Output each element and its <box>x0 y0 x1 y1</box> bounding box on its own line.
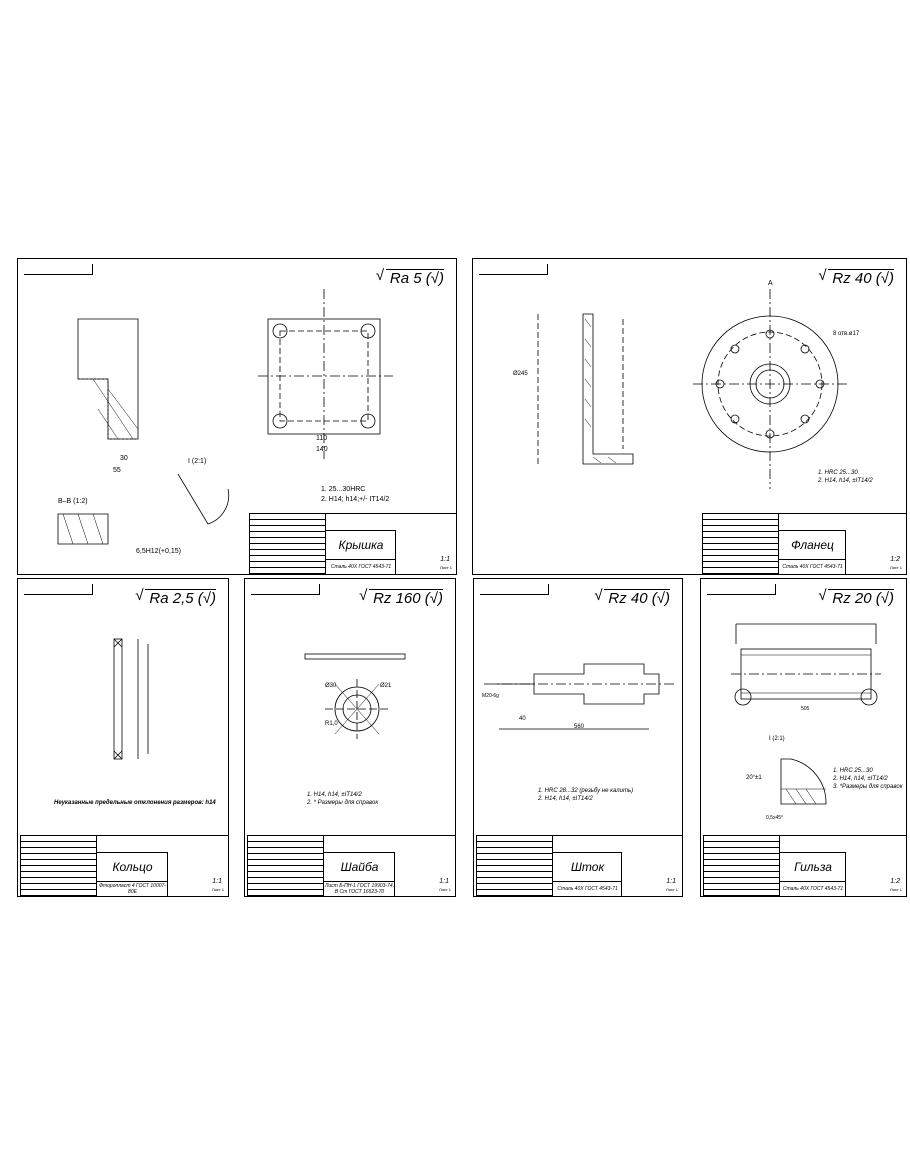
roughness-mark: Rz 160 (√) <box>359 587 443 607</box>
note: 1. HRC 25...30 <box>818 470 858 476</box>
gilza-drawing <box>731 623 881 805</box>
material: Лист Б-ПН-1 ГОСТ 19903-74, В Ст ГОСТ 165… <box>324 882 395 895</box>
note: 1. HRC 28...32 (резьбу не калить) <box>538 788 634 794</box>
roughness-mark: Ra 5 (√) <box>376 267 444 287</box>
sheet-label: Лист 1 <box>889 565 902 570</box>
sheet-kolco: Ra 2,5 (√) Неуказанные предельные отклон… <box>17 578 229 897</box>
dim: 505 <box>801 706 810 712</box>
tech-notes: 1. H14, h14, ±IT14/2 2. * Размеры для спр… <box>307 791 378 807</box>
part-title: Шток <box>553 852 622 882</box>
scale: 1:1 <box>440 556 450 563</box>
label: В–В (1:2) <box>58 498 88 505</box>
note: 2. * Размеры для справок <box>307 800 379 806</box>
note: 2. H14, h14, ±IT14/2 <box>833 776 888 782</box>
sheet-tab <box>480 584 549 595</box>
sheet-tab <box>479 264 548 275</box>
scale: 1:1 <box>439 878 449 885</box>
scale: 1:1 <box>212 878 222 885</box>
sheet-label: Лист 1 <box>665 887 678 892</box>
sheet-tab <box>24 584 93 595</box>
tech-notes: 1. 25...30HRC 2. H14; h14;+/- IT14/2 <box>321 485 389 505</box>
material: Сталь 40Х ГОСТ 4543-71 <box>330 563 392 570</box>
dim: 20°±1 <box>746 775 762 781</box>
sheet-shaiba: Rz 160 (√) Ø30 Ø21 R1,0 1. H14, h14, ±IT… <box>244 578 456 897</box>
dim: M20-6g <box>482 693 499 699</box>
sheet-flanec: Rz 40 (√) А 8 отв.ø17 Ø245 1. HRC 25...3… <box>472 258 907 575</box>
dim: 140 <box>316 446 328 453</box>
sheet-tab <box>251 584 320 595</box>
label: А <box>768 280 773 287</box>
note: 2. H14, h14, ±IT14/2 <box>538 796 593 802</box>
dim: 110 <box>316 435 328 442</box>
dim: Ø30 <box>325 683 337 689</box>
tech-notes: 1. HRC 25...30 2. H14, h14, ±IT14/2 <box>818 469 873 485</box>
dim: Ø21 <box>380 683 392 689</box>
dim: Ø245 <box>513 371 528 377</box>
part-title: Кольцо <box>97 852 168 882</box>
sheet-gilza: Rz 20 (√) I (2:1) 20°±1 0,5х45° 505 1. H… <box>700 578 907 897</box>
material: Сталь 40Х ГОСТ 4543-71 <box>782 563 843 570</box>
part-title: Крышка <box>326 530 396 560</box>
kryshka-drawing <box>57 289 393 545</box>
scale: 1:2 <box>890 878 900 885</box>
part-title: Шайба <box>324 852 395 882</box>
roughness-mark: Rz 20 (√) <box>818 587 894 607</box>
sheet-shtok: Rz 40 (√) 560 40 M20-6g 1. HRC 28...32 (… <box>473 578 683 897</box>
shaiba-drawing <box>304 653 406 739</box>
sheet-tab <box>707 584 776 595</box>
kolco-drawing <box>113 638 149 760</box>
dim: R1,0 <box>325 721 338 727</box>
sheet-label: Лист 1 <box>438 887 451 892</box>
scale: 1:2 <box>890 556 900 563</box>
tech-notes: Неуказанные предельные отклонения размер… <box>54 800 216 806</box>
note: 2. H14, h14, ±IT14/2 <box>818 478 873 484</box>
label: 8 отв.ø17 <box>833 331 860 337</box>
note: 1. H14, h14, ±IT14/2 <box>307 792 362 798</box>
dim: 30 <box>120 455 128 462</box>
tech-notes: 1. HRC 28...32 (резьбу не калить) 2. H14,… <box>538 787 633 803</box>
label: I (2:1) <box>188 458 207 465</box>
note: 3. *Размеры для справок <box>833 784 903 790</box>
sheet-kryshka: Ra 5 (√) В–В (1:2) I (2:1) 6,5H12(+0,15)… <box>17 258 457 575</box>
dim: 40 <box>519 716 526 722</box>
sheet-label: Лист 1 <box>889 887 902 892</box>
part-title: Фланец <box>779 530 846 560</box>
dim: 55 <box>113 467 121 474</box>
tech-notes: 1. HRC 25...30 2. H14, h14, ±IT14/2 3. *Ра… <box>833 767 903 791</box>
flanec-drawing <box>537 289 848 489</box>
dim: 560 <box>574 724 585 730</box>
roughness-mark: Rz 40 (√) <box>594 587 670 607</box>
roughness-mark: Ra 2,5 (√) <box>135 587 216 607</box>
sheet-label: Лист 1 <box>439 565 452 570</box>
material: Фторопласт 4 ГОСТ 10007-80Е <box>99 882 166 895</box>
shtok-drawing <box>484 663 674 730</box>
sheet-label: Лист 1 <box>211 887 224 892</box>
note: 1. HRC 25...30 <box>833 768 873 774</box>
note: 2. H14; h14;+/- IT14/2 <box>321 496 390 503</box>
label: I (2:1) <box>769 736 785 742</box>
material: Сталь 40Х ГОСТ 4543-71 <box>782 885 844 892</box>
scale: 1:1 <box>666 878 676 885</box>
sheet-tab <box>24 264 93 275</box>
label: 6,5H12(+0,15) <box>136 548 181 555</box>
material: Сталь 40Х ГОСТ 4543-71 <box>557 885 618 892</box>
part-title: Гильза <box>780 852 846 882</box>
roughness-mark: Rz 40 (√) <box>818 267 894 287</box>
dim: 0,5х45° <box>766 815 784 821</box>
note: 1. 25...30HRC <box>321 486 366 493</box>
